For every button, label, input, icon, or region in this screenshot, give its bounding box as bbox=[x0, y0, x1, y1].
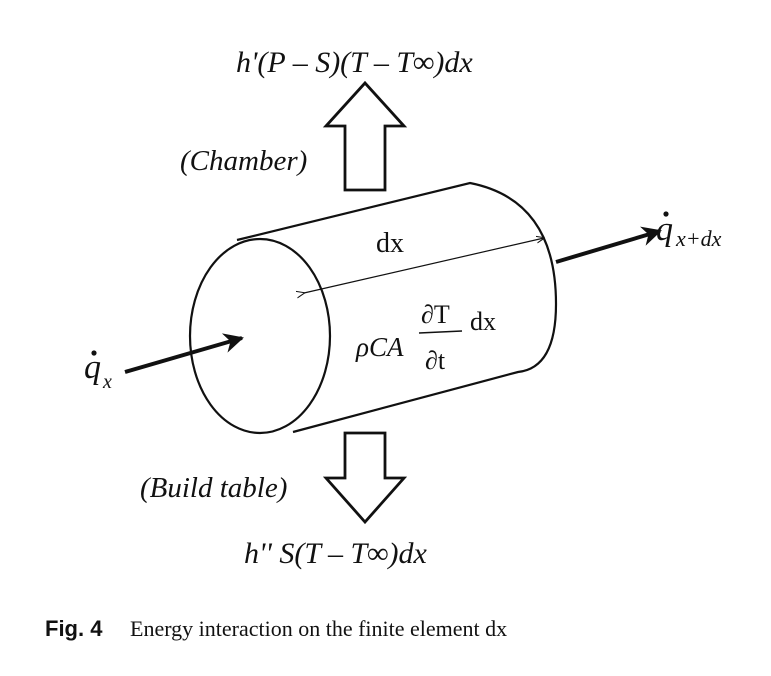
q-out-dot bbox=[663, 211, 669, 217]
cylinder-end-face bbox=[188, 237, 332, 435]
chamber-flux-label: h'(P – S)(T – T∞)dx bbox=[236, 46, 473, 79]
storage-suffix: dx bbox=[470, 307, 496, 336]
storage-denominator: ∂t bbox=[425, 346, 446, 375]
length-dimension-line bbox=[304, 238, 544, 293]
q-in-symbol: q bbox=[84, 349, 101, 386]
length-label: dx bbox=[376, 228, 404, 259]
caption-text: Energy interaction on the finite element… bbox=[130, 616, 507, 641]
chamber-label: (Chamber) bbox=[180, 145, 307, 177]
q-in-subscript: x bbox=[102, 371, 112, 393]
q-out-subscript: x+dx bbox=[675, 226, 722, 251]
q-out-label: q x+dx bbox=[656, 211, 722, 251]
q-in-arrow bbox=[124, 333, 244, 374]
storage-fraction-bar bbox=[418, 330, 463, 334]
figure-caption: Fig. 4 Energy interaction on the finite … bbox=[45, 616, 507, 641]
storage-prefix: ρCA bbox=[355, 332, 404, 362]
q-in-dot bbox=[91, 350, 97, 356]
cylinder-body bbox=[236, 181, 558, 434]
q-in-label: q x bbox=[84, 349, 112, 393]
q-out-arrow bbox=[555, 226, 662, 264]
storage-term: ρCA ∂T ∂t dx bbox=[355, 300, 496, 375]
build-table-label: (Build table) bbox=[140, 472, 287, 504]
storage-numerator: ∂T bbox=[421, 300, 450, 329]
caption-label: Fig. 4 bbox=[45, 616, 103, 641]
cylinder bbox=[188, 181, 558, 435]
chamber-heat-arrow bbox=[322, 80, 408, 192]
table-heat-arrow bbox=[322, 431, 408, 525]
q-out-symbol: q bbox=[656, 211, 673, 248]
table-flux-label: h'' S(T – T∞)dx bbox=[244, 537, 428, 570]
